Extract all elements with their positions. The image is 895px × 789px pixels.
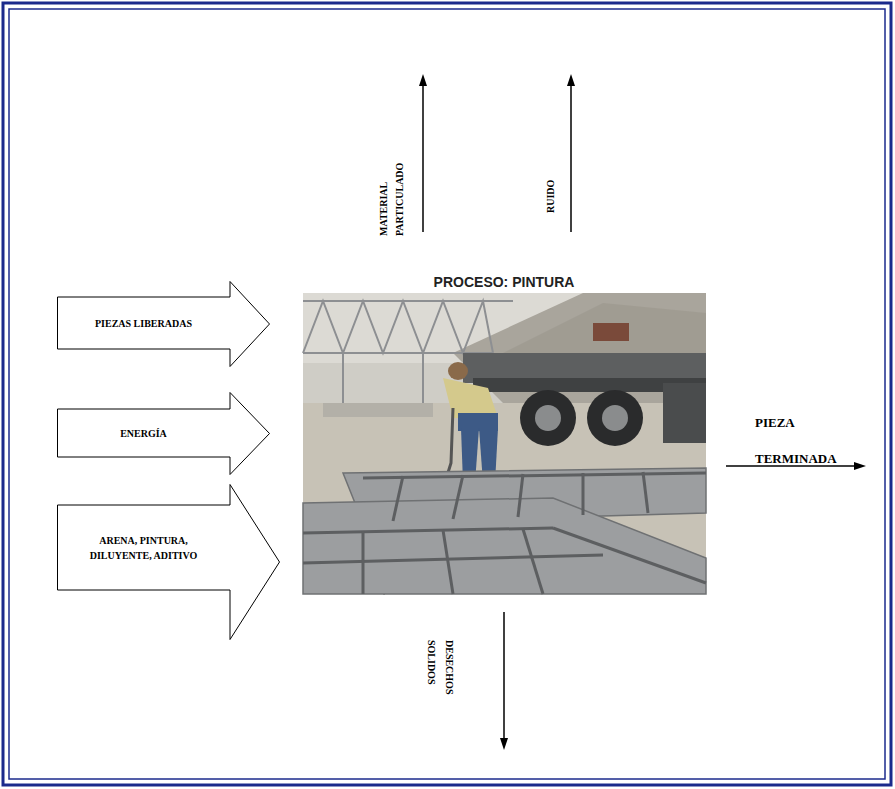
output-arrow [503, 612, 505, 740]
arrow-head [419, 74, 427, 86]
arrow-head [854, 462, 866, 470]
process-title: PROCESO: PINTURA [434, 274, 575, 290]
input-block-arrow: ENERGÍA [57, 392, 270, 475]
output-arrow [422, 84, 424, 232]
outer-border [3, 3, 891, 785]
arrow-head [500, 738, 508, 750]
input-text: ENERGÍA [72, 426, 215, 441]
input-text: PIEZAS LIBERADAS [72, 316, 215, 331]
block-arrow-outline [58, 485, 280, 640]
arrow-head [567, 74, 575, 86]
inner-border [9, 9, 885, 779]
block-arrow-outline [58, 282, 270, 367]
input-block-arrow: ARENA, PINTURA, DILUYENTE, ADITIVO [57, 484, 280, 640]
input-text: ARENA, PINTURA, DILUYENTE, ADITIVO [72, 533, 215, 563]
output-label: DESECHOS SOLIDOS [422, 640, 458, 720]
input-block-arrow: PIEZAS LIBERADAS [57, 281, 270, 367]
output-label: MATERIAL PARTICULADO [376, 146, 408, 236]
process-photo [303, 293, 706, 594]
output-arrow [570, 84, 572, 232]
output-label: PIEZA TERMINADA [755, 405, 867, 477]
block-arrow-shape [57, 484, 280, 640]
output-label: RUIDO [544, 163, 558, 213]
block-arrow-outline [58, 393, 270, 475]
